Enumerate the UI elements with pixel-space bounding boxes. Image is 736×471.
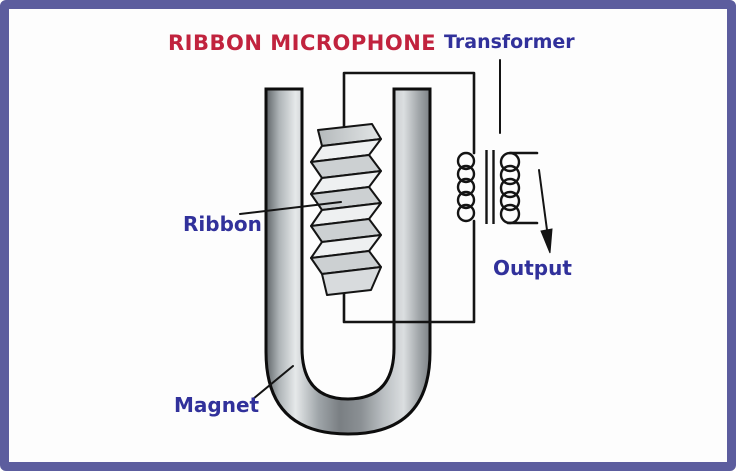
ribbon-shape [310,123,382,296]
transformer-core-lines [485,150,495,224]
transformer-label: Transformer [444,31,575,53]
circuit-wire-bottom [342,219,476,324]
magnet-pointer-line [252,365,294,400]
magnet-label: Magnet [174,393,260,417]
transformer-secondary-coil [499,151,539,225]
page-title: RIBBON MICROPHONE [168,31,437,55]
circuit-wire-top [342,71,476,155]
ribbon-pointer-line [239,201,342,215]
magnet-shape [264,87,432,436]
ribbon-label: Ribbon [183,212,262,236]
output-arrow [538,169,553,254]
output-label: Output [493,256,572,280]
diagram-canvas: RIBBON MICROPHONE Transformer Ribbon Mag… [9,9,727,462]
transformer-primary-coil [456,151,476,223]
